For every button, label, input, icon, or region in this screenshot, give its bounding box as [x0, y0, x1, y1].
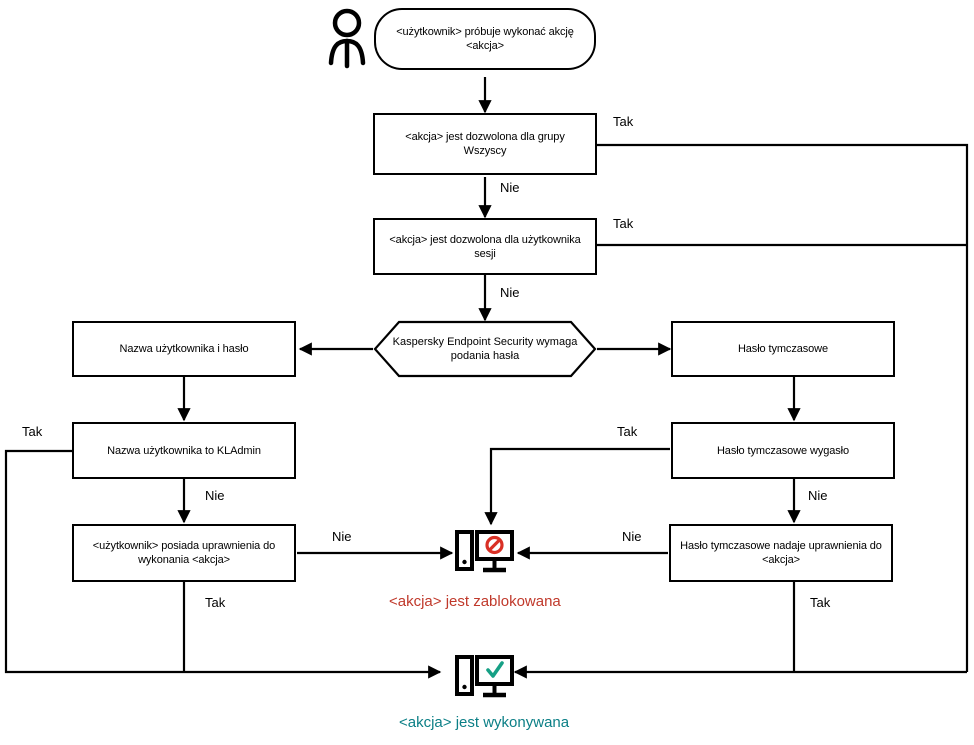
- node-temporary-password-expired-label: Hasło tymczasowe wygasło: [716, 444, 850, 457]
- edge-label-expired-no: Nie: [808, 488, 828, 503]
- caption-allowed: <akcja> jest wykonywana: [399, 714, 570, 731]
- node-username-and-password[interactable]: Nazwa użytkownika i hasło: [72, 321, 296, 377]
- edge-label-grants-yes: Tak: [810, 595, 831, 610]
- edge-label-permission-no: Nie: [332, 529, 352, 544]
- edge-label-session-yes: Tak: [613, 216, 634, 231]
- edge-label-kladmin-no: Nie: [205, 488, 225, 503]
- node-temporary-password-grants[interactable]: Hasło tymczasowe nadaje uprawnienia do <…: [669, 524, 893, 582]
- node-username-is-kladmin-label: Nazwa użytkownika to KLAdmin: [107, 444, 261, 457]
- edge-label-session-no: Nie: [500, 285, 520, 300]
- node-username-is-kladmin[interactable]: Nazwa użytkownika to KLAdmin: [72, 422, 296, 479]
- edge-label-kladmin-yes: Tak: [22, 424, 43, 439]
- edge-label-permission-yes: Tak: [205, 595, 226, 610]
- node-start[interactable]: <użytkownik> próbuje wykonać akcję <akcj…: [374, 8, 596, 70]
- user-actor-icon: [324, 8, 370, 75]
- node-allowed-for-everyone-label: <akcja> jest dozwolona dla grupy Wszyscy: [405, 131, 565, 157]
- node-temporary-password-label: Hasło tymczasowe: [737, 343, 829, 355]
- edge-label-everyone-no: Nie: [500, 180, 520, 195]
- node-kes-requires-password[interactable]: Kaspersky Endpoint Security wymaga podan…: [373, 320, 597, 378]
- node-user-has-permission-label: <użytkownik> posiada uprawnienia do wyko…: [92, 540, 276, 566]
- node-allowed-for-everyone[interactable]: <akcja> jest dozwolona dla grupy Wszyscy: [373, 113, 597, 175]
- node-user-has-permission[interactable]: <użytkownik> posiada uprawnienia do wyko…: [72, 524, 296, 582]
- node-start-label: <użytkownik> próbuje wykonać akcję <akcj…: [396, 26, 574, 52]
- caption-blocked: <akcja> jest zablokowana: [389, 593, 561, 610]
- node-allowed-for-session-user[interactable]: <akcja> jest dozwolona dla użytkownika s…: [373, 218, 597, 275]
- edge-label-grants-no: Nie: [622, 529, 642, 544]
- computer-blocked-icon: [455, 527, 515, 584]
- computer-allowed-icon: [455, 652, 515, 709]
- edge-label-everyone-yes: Tak: [613, 114, 634, 129]
- node-username-and-password-label: Nazwa użytkownika i hasło: [119, 343, 249, 355]
- node-kes-requires-password-label: Kaspersky Endpoint Security wymaga podan…: [392, 336, 578, 362]
- edge-label-expired-yes: Tak: [617, 424, 638, 439]
- node-temporary-password-grants-label: Hasło tymczasowe nadaje uprawnienia do <…: [680, 540, 882, 566]
- node-temporary-password[interactable]: Hasło tymczasowe: [671, 321, 895, 377]
- node-allowed-for-session-user-label: <akcja> jest dozwolona dla użytkownika s…: [389, 233, 581, 260]
- node-temporary-password-expired[interactable]: Hasło tymczasowe wygasło: [671, 422, 895, 479]
